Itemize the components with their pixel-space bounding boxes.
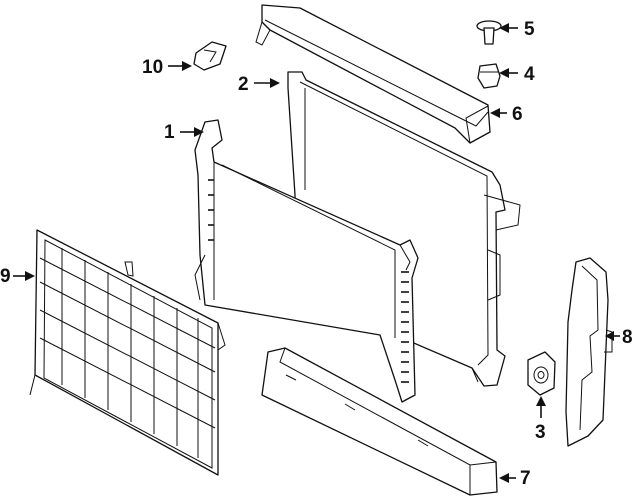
- svg-text:7: 7: [520, 468, 531, 489]
- svg-text:9: 9: [0, 266, 11, 287]
- auxiliary-radiator-part[interactable]: [194, 119, 419, 403]
- clip-part[interactable]: [477, 63, 501, 89]
- callout-5: 5: [499, 19, 535, 40]
- callout-7: 7: [499, 468, 531, 489]
- bracket-part[interactable]: [193, 41, 227, 71]
- callout-9: 9: [0, 266, 35, 287]
- lower-air-deflector-part[interactable]: [261, 347, 498, 496]
- callout-4: 4: [499, 64, 535, 85]
- svg-text:10: 10: [142, 57, 163, 78]
- svg-text:1: 1: [164, 122, 175, 143]
- grille-shutter-frame-part[interactable]: [29, 229, 226, 476]
- side-seal-part[interactable]: [565, 257, 613, 447]
- callout-2: 2: [238, 74, 280, 95]
- push-pin-part[interactable]: [476, 20, 502, 45]
- svg-text:4: 4: [524, 64, 535, 85]
- callout-3: 3: [535, 396, 546, 443]
- mount-insulator-part[interactable]: [527, 351, 556, 396]
- svg-text:3: 3: [535, 422, 546, 443]
- auxiliary-radiator-fins: [208, 179, 409, 383]
- svg-text:2: 2: [238, 74, 249, 95]
- callout-8: 8: [605, 327, 633, 348]
- upper-cover-part[interactable]: [255, 4, 491, 144]
- svg-text:6: 6: [512, 104, 523, 125]
- svg-text:5: 5: [524, 19, 535, 40]
- svg-text:8: 8: [622, 327, 633, 348]
- callout-1: 1: [164, 122, 204, 143]
- callout-6: 6: [490, 104, 523, 125]
- callout-10: 10: [142, 57, 192, 78]
